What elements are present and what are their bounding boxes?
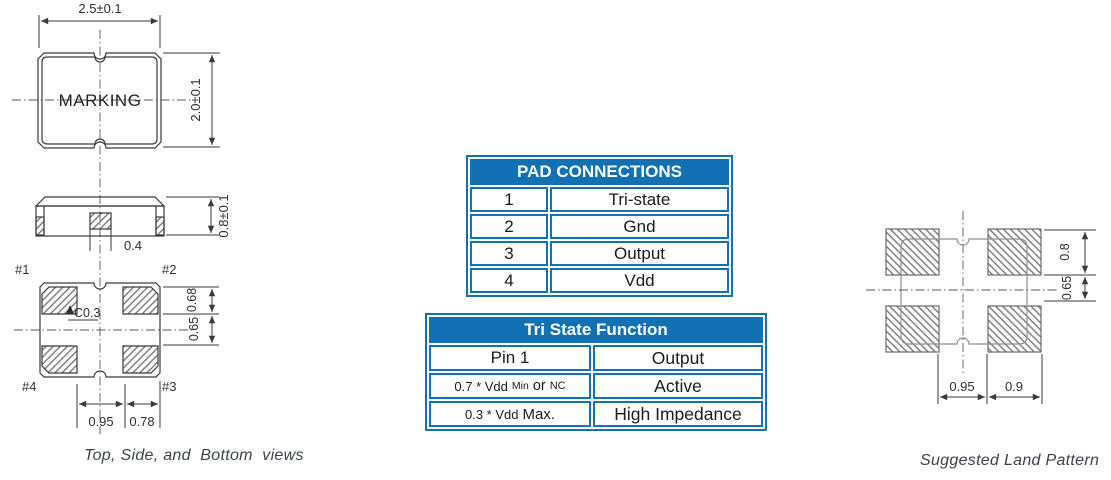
package-views-drawing: MARKING 2.5±0.1 2.0±0.1 0.4 [12, 1, 231, 434]
pin-condition: 0.3 * Vdd Max. [429, 401, 591, 427]
land-pad-4 [885, 305, 940, 353]
chamfer-callout: C0.3 [66, 305, 100, 321]
dim-bottom-right [163, 286, 219, 346]
pin-condition: 0.7 * Vdd Min or NC [429, 373, 591, 399]
dim-pad-length-label: 0.68 [185, 288, 199, 312]
dim-top-width [38, 15, 161, 48]
condition-text: 0.3 * Vdd [464, 406, 519, 422]
side-view-outline [34, 196, 166, 251]
tri-state-table: Tri State Function Pin 1 Output 0.7 * Vd… [425, 313, 767, 431]
table-row: 2 Gnd [470, 214, 729, 239]
bottom-pad-2 [122, 286, 159, 315]
pad-connections-table: PAD CONNECTIONS 1 Tri-state 2 Gnd 3 Outp… [466, 155, 733, 297]
table-row: 0.3 * Vdd Max. High Impedance [429, 401, 763, 427]
dim-top-height-label: 2.0±0.1 [188, 78, 203, 121]
land-center-lines [866, 211, 1058, 374]
dim-center-gap-label: 0.95 [88, 414, 113, 429]
land-pad-1 [885, 228, 940, 276]
dim-land-center-gap-label: 0.95 [949, 379, 974, 394]
land-pad-3 [987, 305, 1042, 353]
dim-pad-gap-label: 0.65 [187, 317, 201, 341]
top-view-outline [37, 52, 162, 149]
bottom-pad-4 [41, 345, 78, 374]
dim-land-right [1044, 229, 1096, 302]
pad-connections-title: PAD CONNECTIONS [470, 159, 729, 185]
chamfer-label: C0.3 [74, 306, 100, 320]
land-pattern-drawing: 0.8 0.65 0.95 0.9 [866, 211, 1096, 404]
pin-column-header: Pin 1 [429, 345, 591, 371]
dim-side-height-label: 0.8±0.1 [216, 194, 231, 237]
pad-function: Tri-state [550, 187, 729, 212]
condition-max: Max. [522, 405, 555, 423]
dim-bottom-bottom [76, 381, 161, 428]
table-row: 0.7 * Vdd Min or NC Active [429, 373, 763, 399]
output-column-header: Output [593, 345, 763, 371]
pad3-label: #3 [162, 379, 176, 394]
pad-function: Output [550, 241, 729, 266]
condition-min: Min [511, 380, 529, 392]
bottom-view-outline [39, 282, 161, 378]
dim-land-pad-height-label: 0.8 [1058, 243, 1072, 260]
table-header-row: Pin 1 Output [429, 345, 763, 371]
side-pad-right [155, 216, 165, 236]
table-row: 4 Vdd [470, 268, 729, 293]
condition-or: or [532, 378, 546, 394]
dim-top-height [163, 52, 220, 148]
dim-pad-width-label: 0.78 [129, 414, 154, 429]
land-pad-2 [987, 228, 1042, 276]
bottom-pad-1 [41, 286, 78, 315]
land-pads [885, 228, 1042, 353]
dim-top-width-label: 2.5±0.1 [78, 1, 121, 16]
pad-number: 2 [470, 214, 548, 239]
side-pad-center [89, 212, 112, 230]
marking-label: MARKING [59, 91, 142, 110]
dim-land-pad-width-label: 0.9 [1005, 379, 1023, 394]
pad1-label: #1 [15, 262, 29, 277]
condition-text: 0.7 * Vdd [454, 378, 508, 394]
views-caption: Top, Side, and Bottom views [84, 447, 304, 464]
pad-number: 3 [470, 241, 548, 266]
table-row: 3 Output [470, 241, 729, 266]
dim-land-bottom [937, 354, 1043, 404]
bottom-pad-3 [122, 345, 159, 374]
output-state: High Impedance [593, 401, 763, 427]
dim-land-gap-v-label: 0.65 [1060, 276, 1074, 300]
dim-side-centerpad-label: 0.4 [124, 238, 142, 253]
condition-nc: NC [549, 380, 566, 392]
pad-number: 4 [470, 268, 548, 293]
pad-number: 1 [470, 187, 548, 212]
pad-function: Gnd [550, 214, 729, 239]
pad4-label: #4 [22, 379, 36, 394]
output-state: Active [593, 373, 763, 399]
land-pattern-caption: Suggested Land Pattern [920, 452, 1100, 469]
table-row: 1 Tri-state [470, 187, 729, 212]
dim-side-height [166, 196, 219, 236]
package-outline [900, 238, 1028, 345]
pad-function: Vdd [550, 268, 729, 293]
pad2-label: #2 [162, 262, 176, 277]
tri-state-title: Tri State Function [429, 317, 763, 343]
side-pad-left [35, 216, 45, 236]
